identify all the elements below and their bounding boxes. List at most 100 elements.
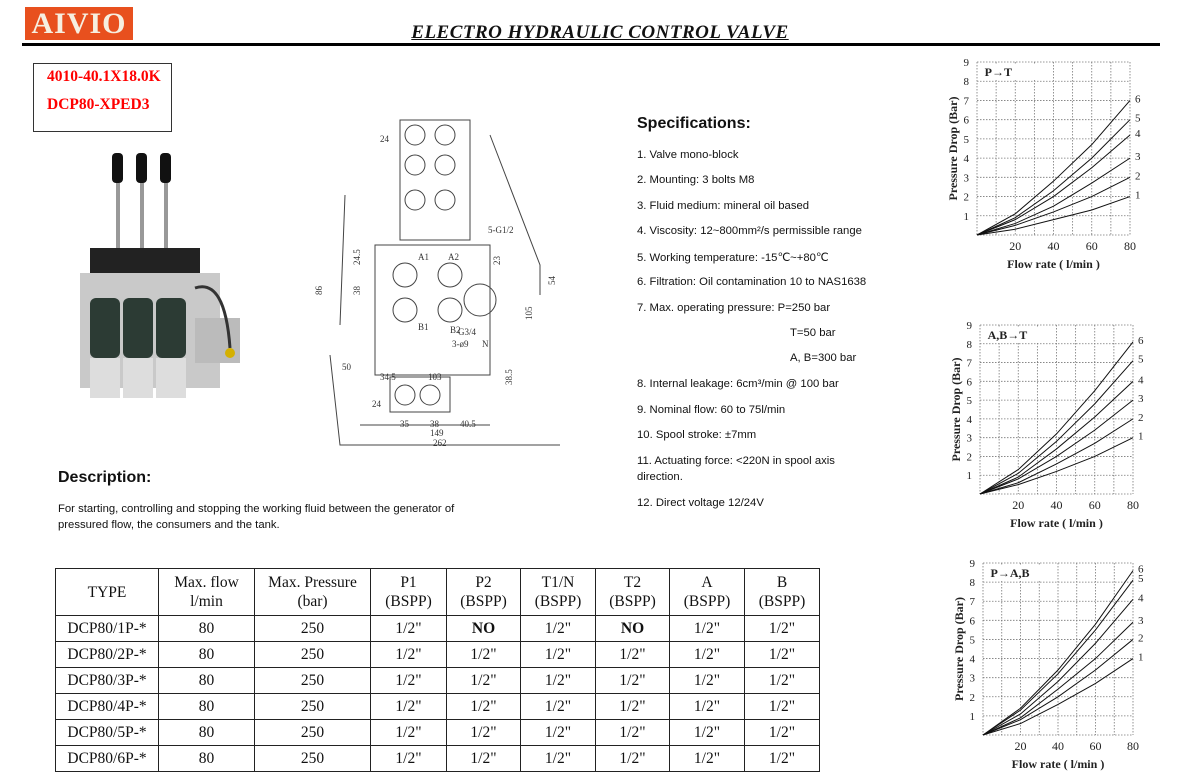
spec-item: 7. Max. operating pressure: P=250 bar: [637, 302, 831, 314]
table-cell: 1/2": [520, 745, 596, 772]
series-label: 1: [1138, 652, 1144, 664]
column-header: T1/N(BSPP): [520, 568, 596, 616]
spec-item: 12. Direct voltage 12/24V: [637, 497, 764, 509]
column-header: P2(BSPP): [446, 568, 521, 616]
x-axis-label: Flow rate ( l/min ): [1012, 757, 1105, 771]
table-cell: 80: [158, 667, 255, 694]
dim-label: 3-ø9: [452, 339, 469, 349]
y-tick-label: 4: [967, 414, 973, 426]
dim-label: G3/4: [458, 327, 477, 337]
dim-label: 5-G1/2: [488, 225, 514, 235]
table-cell: 1/2": [520, 719, 596, 746]
table-cell: 1/2": [595, 641, 670, 668]
y-tick-label: 2: [967, 451, 973, 463]
series-line-6: [982, 570, 1134, 736]
y-tick-label: 8: [964, 76, 970, 88]
column-header-unit: (BSPP): [460, 593, 507, 610]
x-tick-label: 60: [1090, 739, 1102, 753]
dim-label: 24: [380, 134, 390, 144]
spec-item: 10. Spool stroke: ±7mm: [637, 429, 757, 441]
table-cell: 1/2": [370, 745, 447, 772]
table-cell: 1/2": [744, 719, 820, 746]
x-tick-label: 40: [1052, 739, 1064, 753]
table-cell: 1/2": [595, 693, 670, 720]
x-tick-label: 80: [1127, 739, 1139, 753]
column-header: B(BSPP): [744, 568, 820, 616]
y-tick-label: 9: [967, 320, 973, 332]
series-label: 4: [1135, 128, 1141, 140]
spec-item: direction.: [637, 471, 683, 483]
series-label: 6: [1135, 93, 1141, 105]
column-header-unit: (BSPP): [385, 593, 432, 610]
table-cell: 250: [254, 693, 371, 720]
series-label: 6: [1138, 335, 1144, 347]
dim-label: 38.5: [504, 369, 514, 385]
x-tick-label: 60: [1086, 239, 1098, 253]
table-cell: 1/2": [446, 719, 521, 746]
model-name: DCP80-XPED3: [47, 96, 150, 113]
dim-label: 103: [428, 372, 442, 382]
dim-label: 38: [352, 286, 362, 296]
y-tick-label: 8: [970, 577, 976, 589]
column-header-unit: l/min: [190, 593, 223, 610]
spec-item: 11. Actuating force: <220N in spool axis: [637, 455, 835, 467]
y-tick-label: 1: [964, 211, 970, 223]
table-cell: 1/2": [520, 667, 596, 694]
x-tick-label: 20: [1012, 498, 1024, 512]
technical-drawing: 24 24.5 38 86 50 34.5 103 24 35 38 40.5 …: [314, 119, 560, 448]
series-label: 5: [1138, 573, 1144, 585]
series-line-3: [976, 157, 1131, 236]
table-cell: 250: [254, 615, 371, 642]
y-tick-label: 8: [967, 339, 973, 351]
levers: [112, 153, 171, 253]
series-line-4: [979, 380, 1134, 495]
column-header-unit: (BSPP): [683, 593, 731, 610]
y-tick-label: 7: [970, 596, 976, 608]
table-cell: NO: [595, 615, 670, 642]
table-cell: DCP80/3P-*: [55, 667, 159, 694]
table-cell: 1/2": [669, 667, 745, 694]
y-tick-label: 3: [970, 673, 976, 685]
y-tick-label: 5: [967, 395, 973, 407]
series-label: 4: [1138, 592, 1144, 604]
description-text: For starting, controlling and stopping t…: [58, 503, 455, 515]
series-line-5: [976, 119, 1131, 236]
x-tick-label: 80: [1127, 498, 1139, 512]
table-cell: 1/2": [370, 667, 447, 694]
spec-item: 8. Internal leakage: 6cm³/min @ 100 bar: [637, 378, 839, 390]
series-label: 3: [1138, 393, 1144, 405]
chart-title: P→T: [985, 65, 1012, 79]
brand-logo: AIVIO: [25, 7, 133, 40]
x-tick-label: 60: [1089, 498, 1101, 512]
series-label: 2: [1138, 632, 1144, 644]
series-line-6: [979, 341, 1134, 495]
column-header: TYPE: [55, 568, 159, 616]
series-label: 5: [1138, 354, 1144, 366]
series-line-1: [979, 437, 1134, 495]
series-label: 6: [1138, 564, 1144, 576]
column-header-line: B: [776, 574, 788, 591]
column-header-line: Max. Pressure: [268, 574, 357, 591]
table-cell: DCP80/2P-*: [55, 641, 159, 668]
table-cell: DCP80/5P-*: [55, 719, 159, 746]
y-tick-label: 6: [967, 376, 973, 388]
column-header: P1(BSPP): [370, 568, 447, 616]
table-cell: 1/2": [744, 641, 820, 668]
model-box: 4010-40.1X18.0K DCP80-XPED3: [33, 63, 172, 132]
spec-item: 9. Nominal flow: 60 to 75l/min: [637, 404, 786, 416]
series-line-3: [979, 399, 1134, 495]
dim-label: B2: [450, 325, 461, 335]
table-cell: 1/2": [744, 693, 820, 720]
x-axis-label: Flow rate ( l/min ): [1010, 516, 1103, 530]
column-header: A(BSPP): [669, 568, 745, 616]
series-line-4: [976, 134, 1131, 236]
series-line-2: [976, 176, 1131, 236]
dim-label: 38: [430, 419, 440, 429]
specifications-title: Specifications:: [637, 115, 751, 132]
